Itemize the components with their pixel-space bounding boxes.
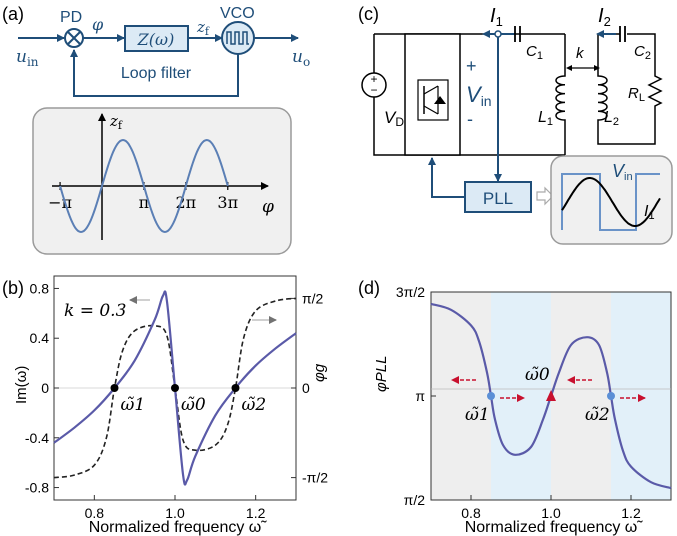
inset-a-tick-label: 3π bbox=[217, 193, 238, 212]
igbt-icon bbox=[417, 79, 449, 121]
d-band bbox=[551, 292, 611, 500]
b-ytick-label: 0.4 bbox=[30, 330, 50, 346]
d-point bbox=[487, 392, 495, 400]
panel-a: (a) uin PD φ Z(ω) Loop filter zf VCO uo … bbox=[2, 4, 310, 255]
l2-label: L2 bbox=[604, 109, 619, 128]
phi-label: φ bbox=[92, 15, 104, 34]
d-xtick-label: 1.2 bbox=[621, 505, 641, 521]
d-ylabel: φPLL bbox=[373, 356, 390, 392]
d-band bbox=[431, 292, 491, 500]
d-xlabel: Normalized frequency ω̃ bbox=[465, 519, 644, 536]
c1-label: C1 bbox=[526, 43, 543, 62]
b-ylabel-right: φg bbox=[311, 363, 328, 382]
panel-b-label: (b) bbox=[2, 278, 24, 298]
vco-label: VCO bbox=[220, 5, 255, 22]
i1-label: I1 bbox=[490, 5, 503, 29]
b-ytick-label: -0.4 bbox=[25, 430, 49, 446]
panel-c-label: (c) bbox=[358, 4, 379, 24]
inset-a-tick-label: 2π bbox=[175, 193, 196, 212]
d-ytick-label: π/2 bbox=[404, 492, 426, 508]
d-point-label: ω̃2 bbox=[585, 405, 610, 425]
u-in-label: uin bbox=[16, 47, 39, 69]
loop-filter-label: Loop filter bbox=[121, 65, 192, 82]
d-ytick-label: 3π/2 bbox=[396, 284, 425, 300]
hollow-arrow-icon bbox=[536, 186, 554, 206]
rl-resistor-icon bbox=[647, 70, 663, 112]
d-band bbox=[611, 292, 671, 500]
red-arrows bbox=[451, 376, 646, 402]
b-xtick-label: 1.0 bbox=[165, 505, 185, 521]
b-xtick-label: 1.2 bbox=[246, 505, 266, 521]
z-omega-label: Z(ω) bbox=[137, 30, 175, 49]
vin-plus: + bbox=[466, 56, 477, 76]
d-xtick-label: 1.0 bbox=[541, 505, 561, 521]
b-ytick-label: -0.8 bbox=[25, 480, 49, 496]
feedback-line bbox=[70, 49, 239, 97]
inset-a bbox=[32, 107, 292, 255]
b-point-label: ω̃1 bbox=[121, 395, 146, 415]
b-point-label: ω̃2 bbox=[242, 395, 267, 415]
d-point-triangle bbox=[546, 390, 556, 401]
pd-label: PD bbox=[60, 9, 82, 26]
inset-vin-label: Vin bbox=[612, 161, 633, 183]
k-annotation: k = 0.3 bbox=[64, 301, 126, 321]
d-point-label: ω̃0 bbox=[525, 365, 550, 385]
panel-c: (c) + − VDC + - Vin I1 C1 L1 L2 bbox=[358, 4, 673, 245]
svg-text:+: + bbox=[370, 72, 377, 86]
b-point bbox=[231, 384, 240, 392]
c2-label: C2 bbox=[634, 43, 651, 62]
u-o-label: uo bbox=[292, 47, 310, 69]
pll-label: PLL bbox=[483, 189, 513, 208]
d-point bbox=[607, 392, 615, 400]
d-band bbox=[491, 292, 551, 500]
d-ytick-label: π bbox=[415, 388, 425, 404]
pll-block bbox=[464, 181, 532, 213]
panel-d: (d) 3π/2 π π/2 0.8 1.0 1.2 ω̃1 ω̃0 ω̃2 φPLL Nor… bbox=[358, 278, 672, 536]
b-ytick-label: 0.8 bbox=[30, 280, 50, 296]
inset-c-sine bbox=[561, 177, 661, 227]
vin-minus: - bbox=[467, 109, 473, 129]
inset-a-xlabel: φ bbox=[262, 197, 274, 217]
z-f-label: zf bbox=[196, 18, 210, 38]
b-ytick-right-label: -π/2 bbox=[302, 470, 328, 486]
svg-text:−: − bbox=[370, 83, 377, 97]
panel-a-label: (a) bbox=[2, 4, 24, 24]
i2-label: I2 bbox=[598, 5, 611, 29]
panel-d-label: (d) bbox=[358, 278, 380, 298]
b-ytick-right-label: 0 bbox=[302, 380, 310, 396]
vin-label: Vin bbox=[466, 82, 492, 109]
inset-a-tick-label: −π bbox=[48, 193, 72, 212]
inset-a-ylabel: zf bbox=[109, 112, 123, 132]
b-xlabel: Normalized frequency ω̃ bbox=[89, 519, 268, 536]
inset-a-tick-label: π bbox=[139, 193, 150, 212]
dc-source-icon bbox=[361, 72, 387, 98]
loop-filter-block bbox=[124, 25, 189, 52]
inset-c-square-wave bbox=[561, 173, 660, 231]
b-ytick-right-label: π/2 bbox=[302, 290, 324, 306]
inverter-block bbox=[404, 33, 461, 156]
panel-b: (b) -0.8 -0.4 0 0.4 0.8 π/2 0 -π/2 0.8 1.0 1.2 ω̃1… bbox=[2, 275, 328, 536]
l1-label: L1 bbox=[538, 109, 553, 128]
b-xtick-label: 0.8 bbox=[85, 505, 105, 521]
inset-a-sine bbox=[59, 138, 229, 234]
b-point-label: ω̃0 bbox=[181, 395, 206, 415]
d-point-label: ω̃1 bbox=[465, 405, 490, 425]
l2-coil-icon bbox=[597, 70, 608, 126]
b-ylabel: Im(ω) bbox=[13, 366, 30, 404]
k-label: k bbox=[576, 45, 585, 62]
b-point bbox=[110, 384, 119, 392]
rl-label: RL bbox=[628, 85, 645, 104]
b-ytick-label: 0 bbox=[41, 380, 49, 396]
b-point bbox=[171, 384, 179, 392]
inset-i1-label: I1 bbox=[644, 203, 655, 222]
d-xtick-label: 0.8 bbox=[461, 505, 481, 521]
l1-coil-icon bbox=[555, 70, 566, 126]
